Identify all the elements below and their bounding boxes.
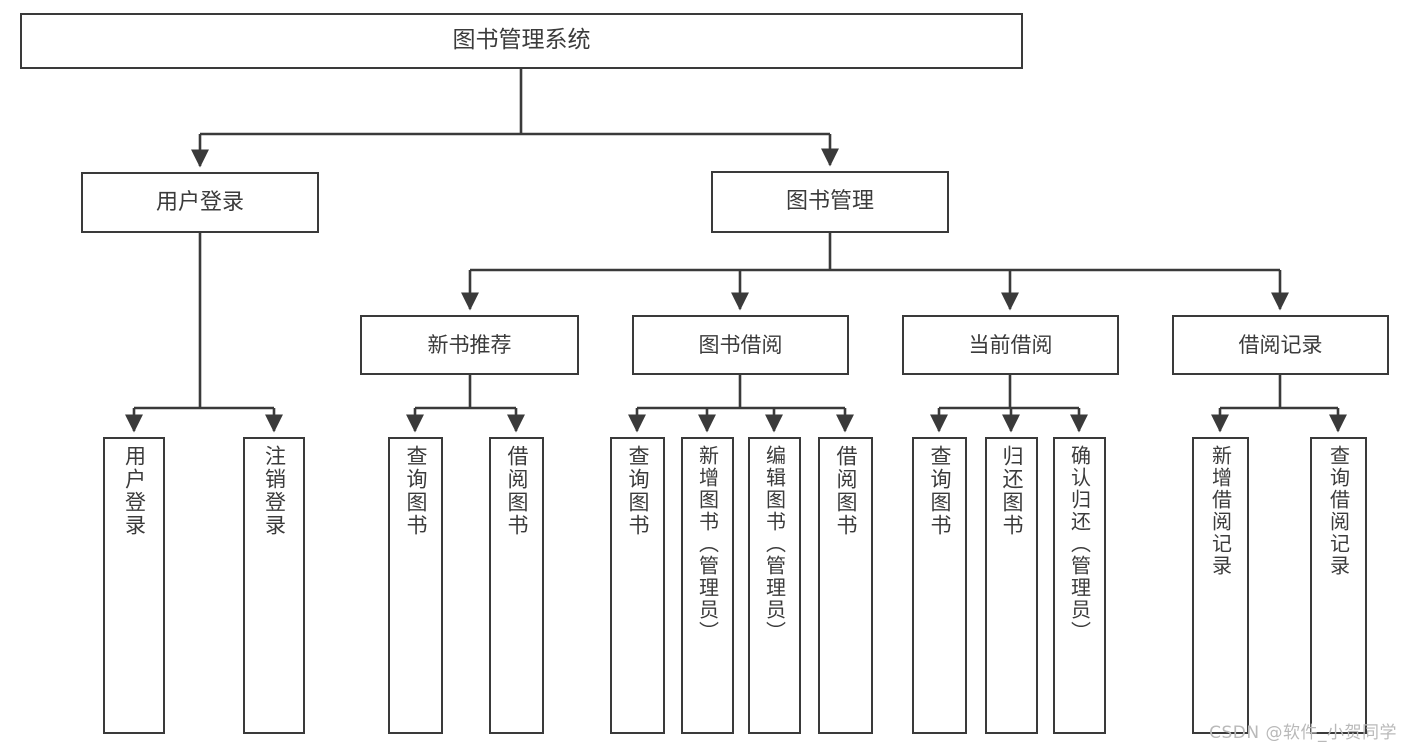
leaf-edit-book-admin-label: 编辑图书（管理员） [762,445,787,643]
node-borrow-record-label: 借阅记录 [1238,332,1323,357]
node-user-login[interactable]: 用户登录 [81,172,319,233]
leaf-current-query-book-label: 查询图书 [928,445,952,537]
leaf-add-borrow-record-label: 新增借阅记录 [1208,445,1233,577]
leaf-add-book-admin-label: 新增图书（管理员） [695,445,720,643]
leaf-borrow-query-book[interactable]: 查询图书 [610,437,665,734]
leaf-user-login-label: 用户登录 [122,445,147,537]
node-current-borrow-label: 当前借阅 [968,332,1053,357]
leaf-add-borrow-record[interactable]: 新增借阅记录 [1192,437,1249,734]
leaf-user-logout[interactable]: 注销登录 [243,437,305,734]
node-new-book-recommend-label: 新书推荐 [427,332,512,357]
leaf-add-book-admin[interactable]: 新增图书（管理员） [681,437,734,734]
leaf-user-login[interactable]: 用户登录 [103,437,165,734]
node-root-label: 图书管理系统 [452,27,591,54]
leaf-recommend-borrow-book-label: 借阅图书 [505,445,529,537]
node-book-borrow-label: 图书借阅 [698,332,783,357]
leaf-current-query-book[interactable]: 查询图书 [912,437,967,734]
leaf-recommend-query-book[interactable]: 查询图书 [388,437,443,734]
leaf-recommend-borrow-book[interactable]: 借阅图书 [489,437,544,734]
leaf-user-logout-label: 注销登录 [262,445,287,537]
csdn-watermark: CSDN @软件_小贺同学 [1209,723,1397,743]
node-book-borrow[interactable]: 图书借阅 [632,315,849,375]
node-root[interactable]: 图书管理系统 [20,13,1023,69]
node-user-login-label: 用户登录 [155,189,244,215]
node-current-borrow[interactable]: 当前借阅 [902,315,1119,375]
leaf-borrow-book-label: 借阅图书 [834,445,858,537]
leaf-query-borrow-record-label: 查询借阅记录 [1326,445,1351,577]
leaf-borrow-query-book-label: 查询图书 [626,445,650,537]
node-book-management[interactable]: 图书管理 [711,171,949,233]
leaf-confirm-return-admin[interactable]: 确认归还（管理员） [1053,437,1106,734]
leaf-return-book-label: 归还图书 [1000,445,1024,537]
leaf-query-borrow-record[interactable]: 查询借阅记录 [1310,437,1367,734]
leaf-return-book[interactable]: 归还图书 [985,437,1038,734]
node-new-book-recommend[interactable]: 新书推荐 [360,315,579,375]
leaf-confirm-return-admin-label: 确认归还（管理员） [1067,445,1092,643]
node-borrow-record[interactable]: 借阅记录 [1172,315,1389,375]
leaf-recommend-query-book-label: 查询图书 [404,445,428,537]
leaf-edit-book-admin[interactable]: 编辑图书（管理员） [748,437,801,734]
leaf-borrow-book[interactable]: 借阅图书 [818,437,873,734]
node-book-management-label: 图书管理 [785,189,874,215]
